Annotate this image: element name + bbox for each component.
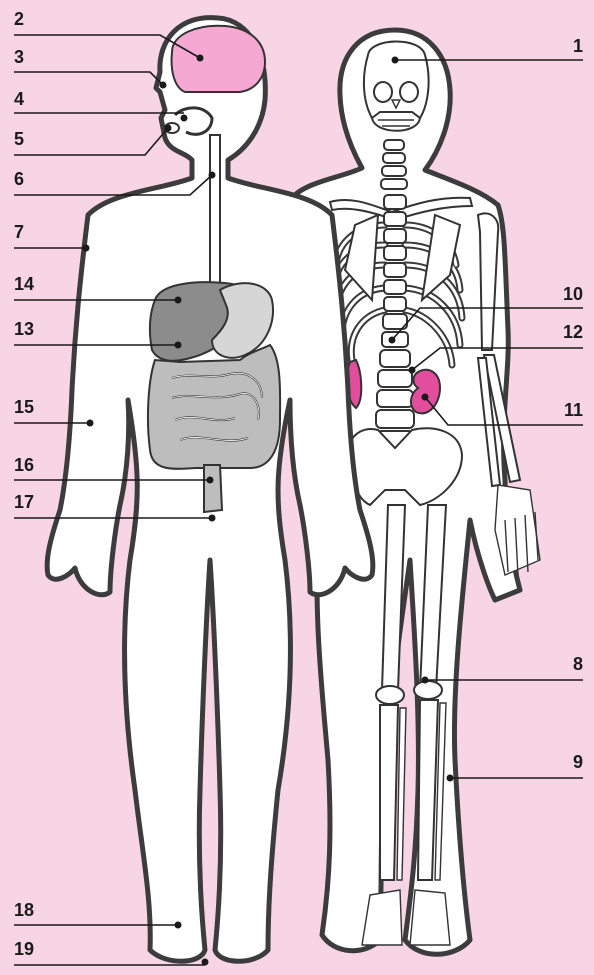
label-14: 14 [14, 274, 34, 294]
label-3: 3 [14, 47, 24, 67]
label-2: 2 [14, 9, 24, 29]
label-18: 18 [14, 900, 34, 920]
skull [364, 41, 429, 130]
label-9: 9 [573, 752, 583, 772]
label-4: 4 [14, 89, 24, 109]
label-11: 11 [564, 400, 583, 420]
brain [172, 26, 265, 92]
label-16: 16 [14, 455, 34, 475]
label-19: 19 [14, 939, 34, 959]
label-10: 10 [563, 284, 583, 304]
intestines [148, 345, 280, 469]
label-1: 1 [573, 36, 583, 56]
body-figure [47, 18, 373, 962]
label-13: 13 [14, 319, 34, 339]
label-17: 17 [14, 492, 34, 512]
label-7: 7 [14, 222, 24, 242]
label-15: 15 [14, 397, 34, 417]
rectum [204, 465, 222, 512]
label-8: 8 [573, 654, 583, 674]
label-5: 5 [14, 129, 24, 149]
esophagus [210, 135, 220, 285]
label-6: 6 [14, 169, 24, 189]
label-12: 12 [563, 322, 583, 342]
